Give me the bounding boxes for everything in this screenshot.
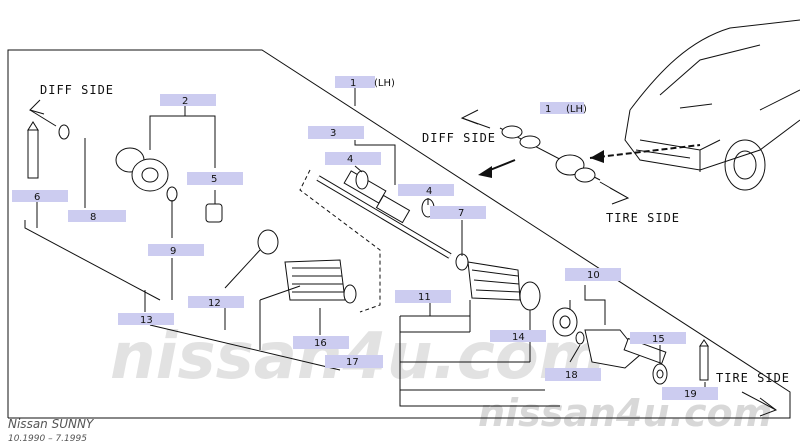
label-highlights (12, 76, 718, 400)
inset-axle (460, 109, 701, 205)
label-part-15: 15 (652, 334, 665, 345)
diff-side-label-main: DIFF SIDE (40, 83, 114, 97)
label-part-14: 14 (512, 332, 525, 343)
watermark-bottom: nissan4u.com (478, 391, 772, 435)
label-part-1-main: 1 (350, 78, 356, 89)
label-part-4b: 4 (426, 186, 432, 197)
part-labels: 1 (LH) 1 (LH) 2 3 4 4 5 6 7 8 9 10 11 12… (34, 78, 697, 400)
label-part-10: 10 (587, 270, 600, 281)
label-part-6: 6 (34, 192, 40, 203)
label-part-13: 13 (140, 315, 153, 326)
shaft-dashed-outline (299, 169, 381, 313)
label-part-3: 3 (330, 128, 336, 139)
parts-drawings (27, 121, 709, 385)
label-part-17: 17 (346, 357, 359, 368)
label-part-16: 16 (314, 338, 327, 349)
diagram-frame (7, 49, 791, 419)
label-part-9: 9 (170, 246, 176, 257)
label-part-2: 2 (182, 96, 188, 107)
tire-side-label-main: TIRE SIDE (716, 371, 790, 385)
car-illustration (624, 19, 800, 191)
label-lh-inset: (LH) (566, 104, 587, 115)
label-part-8: 8 (90, 212, 96, 223)
footer-dates: 10.1990 – 7.1995 (8, 434, 87, 444)
label-part-4a: 4 (347, 154, 353, 165)
label-part-1-inset: 1 (545, 104, 551, 115)
diff-side-label-inset: DIFF SIDE (422, 131, 496, 145)
tire-side-label-inset: TIRE SIDE (606, 211, 680, 225)
label-part-11: 11 (418, 292, 431, 303)
label-lh-main: (LH) (374, 78, 395, 89)
label-part-7: 7 (458, 208, 464, 219)
label-part-18: 18 (565, 370, 578, 381)
footer-model: Nissan SUNNY (8, 417, 95, 431)
diff-arrow-icon (29, 99, 45, 115)
label-part-12: 12 (208, 298, 221, 309)
label-part-5: 5 (211, 174, 217, 185)
label-part-19: 19 (684, 389, 697, 400)
